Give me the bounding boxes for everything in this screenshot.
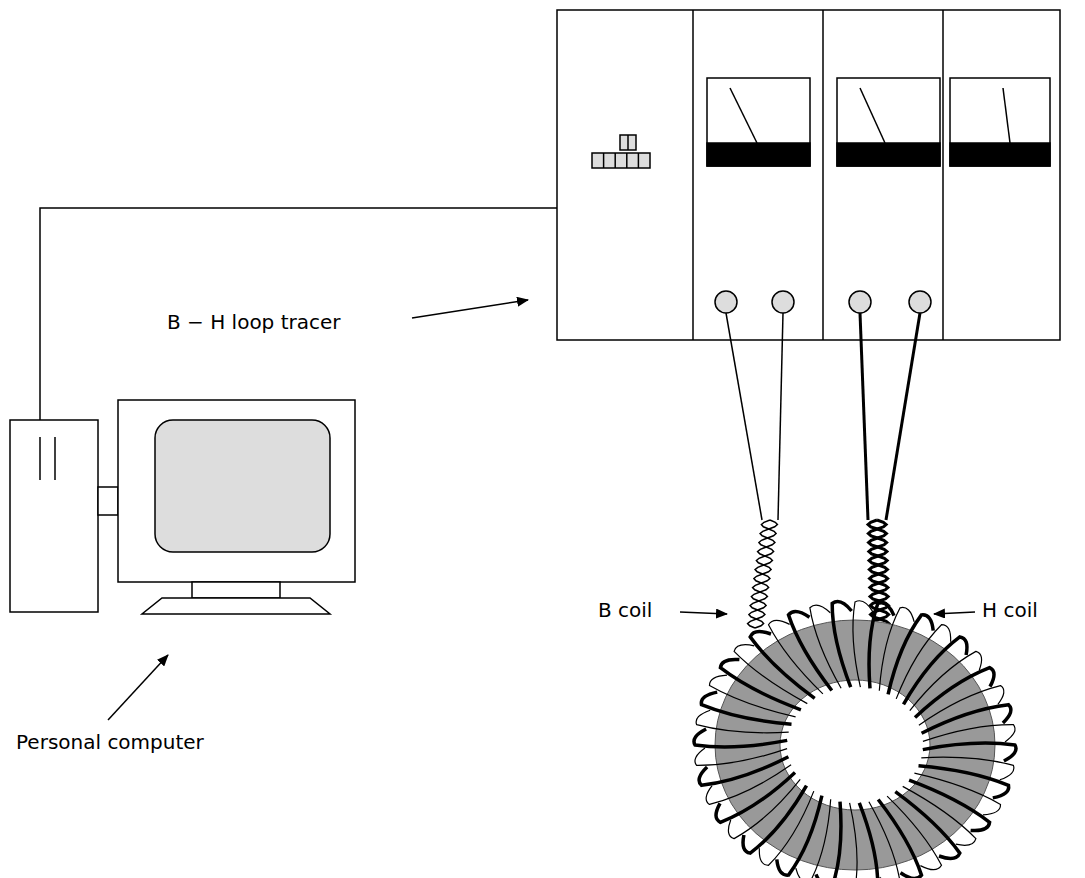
leader-arrows: [108, 300, 975, 720]
winding: [919, 686, 1004, 726]
winding: [796, 799, 831, 878]
twisted-lead: [748, 520, 778, 628]
winding: [904, 637, 967, 704]
winding: [869, 802, 900, 878]
winding: [895, 792, 960, 859]
twisted-lead: [868, 520, 889, 628]
winding: [706, 765, 791, 805]
winding: [789, 611, 832, 690]
instrument-label: B − H loop tracer: [165, 310, 343, 334]
winding: [777, 796, 822, 875]
winding: [878, 800, 921, 878]
coil-label: B coil: [596, 598, 654, 622]
winding: [879, 607, 914, 690]
twisted-lead: [868, 520, 888, 628]
twisted-leads: [748, 520, 889, 628]
winding: [728, 779, 800, 838]
coil-label: H coil: [980, 598, 1040, 622]
winding: [888, 615, 933, 694]
winding: [896, 625, 950, 699]
winding: [750, 632, 815, 699]
loop-tracer: [557, 10, 1060, 340]
winding: [869, 603, 894, 689]
coil-windings: [694, 601, 1016, 878]
winding: [903, 786, 976, 845]
winding: [709, 675, 795, 717]
winding: [734, 645, 807, 704]
winding: [743, 786, 806, 853]
winding: [919, 766, 1009, 798]
winding: [816, 802, 841, 878]
winding: [914, 773, 1000, 815]
coil-leads: [726, 313, 920, 520]
twisted-lead: [749, 520, 776, 628]
winding: [695, 748, 787, 765]
winding: [701, 692, 791, 724]
cable: [40, 208, 557, 420]
winding: [832, 602, 851, 688]
personal-computer: [10, 400, 355, 614]
winding: [909, 780, 990, 830]
computer-label: Personal computer: [14, 730, 206, 754]
winding: [720, 659, 801, 709]
winding: [910, 651, 982, 710]
winding: [923, 725, 1015, 742]
winding: [759, 791, 813, 865]
winding: [858, 803, 877, 878]
